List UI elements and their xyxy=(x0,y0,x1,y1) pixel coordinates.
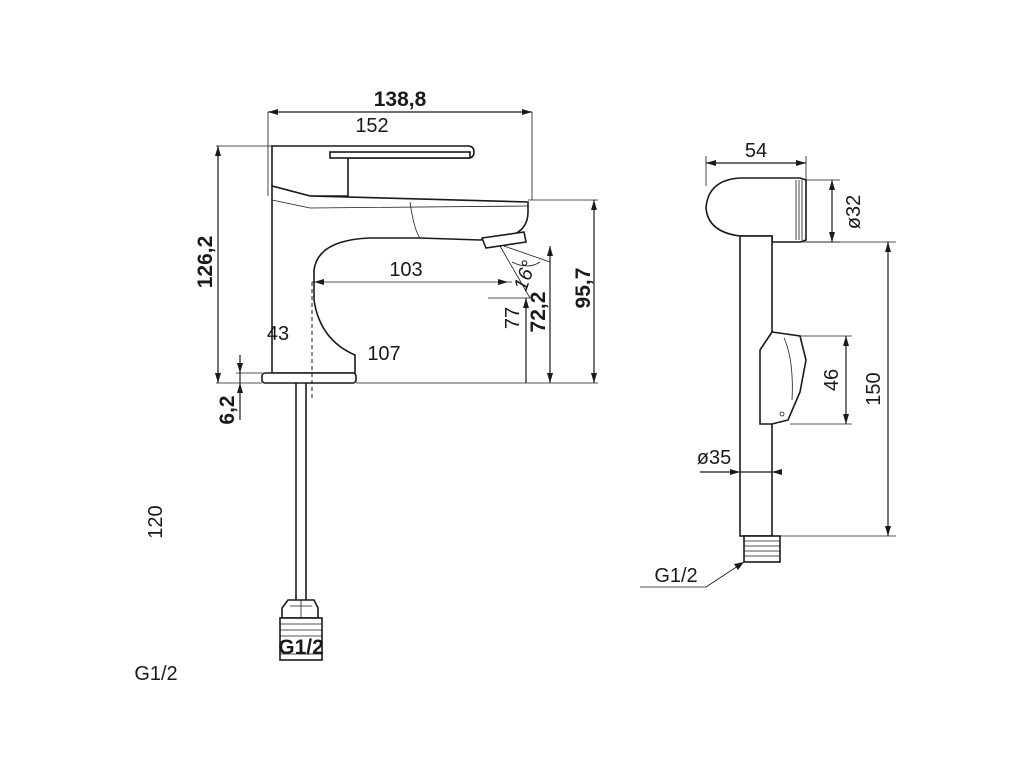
label-95-7: 95,7 xyxy=(572,268,595,309)
sprayer-trigger xyxy=(759,331,807,425)
label-g12: G1/2 xyxy=(134,663,177,685)
lever-slot xyxy=(329,151,471,159)
hose-nut xyxy=(281,599,319,619)
label-103: 103 xyxy=(389,259,422,281)
threaded-connector xyxy=(279,617,323,661)
label-107: 107 xyxy=(367,343,400,365)
label-138-8: 138,8 xyxy=(374,88,427,111)
label-72-2: 72,2 xyxy=(527,292,550,333)
label-152: 152 xyxy=(355,115,388,137)
label-43: 43 xyxy=(267,323,289,345)
label-126-2: 126,2 xyxy=(194,236,217,289)
label-d32: ø32 xyxy=(843,195,865,229)
faucet-base xyxy=(261,372,357,384)
label-g12-box: G1/2 xyxy=(278,636,324,659)
label-120: 120 xyxy=(145,505,167,538)
label-sprayer-g12: G1/2 xyxy=(654,565,697,587)
sprayer-thread xyxy=(743,535,781,563)
label-d35: ø35 xyxy=(697,447,731,469)
label-150: 150 xyxy=(863,372,885,405)
label-6-2: 6,2 xyxy=(216,395,239,424)
label-77: 77 xyxy=(502,307,524,329)
sprayer-drawing xyxy=(640,156,896,588)
faucet-drawing xyxy=(215,109,598,661)
label-54: 54 xyxy=(745,140,767,162)
sprayer-head xyxy=(705,177,807,243)
faucet-aerator xyxy=(480,231,527,249)
faucet-body xyxy=(271,184,529,374)
label-46: 46 xyxy=(821,369,843,391)
